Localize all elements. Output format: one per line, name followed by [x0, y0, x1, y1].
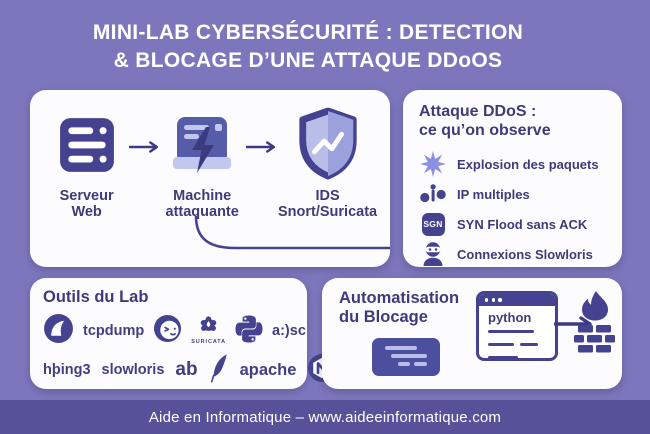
arrow-right-icon: [245, 141, 275, 153]
server-icon: [58, 106, 116, 184]
arrow-right-icon: [129, 141, 159, 153]
suricata-icon: [200, 316, 217, 332]
node-label: Machine attaquante: [165, 188, 239, 220]
automation-heading: Automatisation du Blocage: [339, 289, 460, 326]
lab-tools-card: Outils du Lab tcpdump: [30, 278, 337, 389]
observe-list: Explosion des paquets IP multiples SGN S…: [419, 149, 606, 269]
footer-text: Aide en Informatique – www.aideeinformat…: [148, 408, 502, 426]
title-line-1: MINI-LAB CYBERSÉCURITÉ : DETECTION: [92, 21, 524, 44]
node-serveur-web: Serveur Web: [44, 106, 129, 220]
node-label: IDS Snort/Suricata: [278, 188, 378, 220]
tool-label-apache: apache: [239, 360, 297, 379]
list-item: SGN SYN Flood sans ACK: [419, 209, 606, 239]
footer-bar: Aide en Informatique – www.aideeinformat…: [0, 400, 650, 434]
code-line: [414, 362, 427, 366]
node-ids: IDS Snort/Suricata: [275, 106, 380, 220]
syn-badge-icon: SGN: [419, 212, 447, 236]
window-dot-icon: [491, 298, 495, 302]
code-line: [398, 362, 410, 366]
window-title: python: [488, 310, 532, 325]
list-item: Connexions Slowloris: [419, 239, 606, 269]
suricata-logo: SURICATA: [191, 316, 226, 346]
terminal-cat-icon: [153, 314, 182, 348]
firewall-flame-icon: [574, 291, 615, 353]
code-line: [385, 346, 417, 350]
tools-row-1: tcpdump SURICATA: [43, 313, 306, 349]
tool-label-slowloris: slowloris: [101, 362, 165, 378]
window-header: [479, 294, 555, 306]
apache-feather-icon: [209, 353, 229, 388]
tool-label-asc: a:)sc: [272, 323, 306, 339]
window-dot-icon: [485, 298, 489, 302]
ddos-observe-card: Attaque DDoS : ce qu’on observe Explosio…: [403, 90, 622, 267]
title-line-2: & BLOCAGE D’UNE ATTAQUE DDoOS: [113, 49, 503, 72]
list-item: IP multiples: [419, 179, 606, 209]
slowloris-mask-icon: [419, 241, 447, 267]
list-item: Explosion des paquets: [419, 149, 606, 179]
tools-heading: Outils du Lab: [43, 288, 149, 306]
automation-card: Automatisation du Blocage python: [322, 278, 622, 389]
code-line: [391, 354, 427, 358]
python-script-window: python: [476, 291, 558, 361]
code-snippet-block: [372, 338, 440, 376]
window-dot-icon: [498, 298, 502, 302]
script-lines: [488, 330, 555, 358]
lab-flow-card: Serveur Web Machine attaquante: [30, 90, 390, 267]
node-label: Serveur Web: [59, 188, 114, 220]
tools-row-2: hþing3 slowloris ab apache: [43, 353, 337, 388]
python-icon: [235, 314, 263, 348]
node-machine-attaquante: Machine attaquante: [159, 106, 246, 220]
tool-label-hping3: hþing3: [43, 362, 91, 378]
observe-heading: Attaque DDoS : ce qu’on observe: [419, 103, 551, 139]
tool-label-tcpdump: tcpdump: [83, 323, 145, 339]
infographic-title: MINI-LAB CYBERSÉCURITÉ : DETECTION & BLO…: [0, 19, 616, 75]
shield-ids-icon: [294, 106, 362, 184]
tool-label-ab: ab: [175, 359, 198, 380]
wireshark-icon: [43, 313, 74, 349]
burst-star-icon: [419, 151, 447, 177]
ip-nodes-icon: [419, 181, 447, 207]
attacker-terminal-icon: [171, 106, 233, 184]
